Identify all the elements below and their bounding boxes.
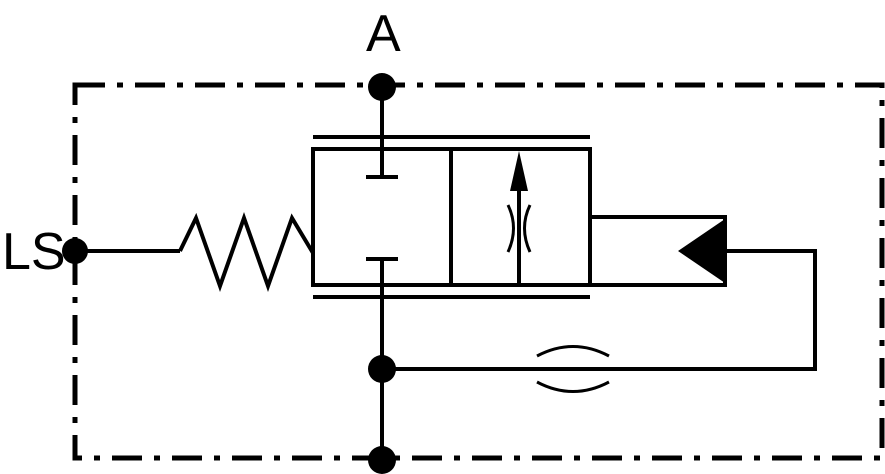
- fixed-orifice: [536, 345, 610, 393]
- junction-dot-ls: [62, 238, 88, 264]
- junction-dot-feedback: [368, 355, 396, 383]
- pilot-feedback-line: [382, 249, 817, 371]
- enclosure-boundary: [72, 82, 885, 461]
- spring: [178, 211, 315, 293]
- port-label-ls: LS: [2, 223, 66, 281]
- junction-dot-a: [368, 73, 396, 101]
- junction-dot-bottom: [368, 446, 396, 474]
- pilot-triangle: [678, 219, 725, 283]
- port-label-a: A: [366, 5, 401, 63]
- flow-arrowhead: [510, 151, 528, 191]
- envelope-restriction: [506, 204, 532, 253]
